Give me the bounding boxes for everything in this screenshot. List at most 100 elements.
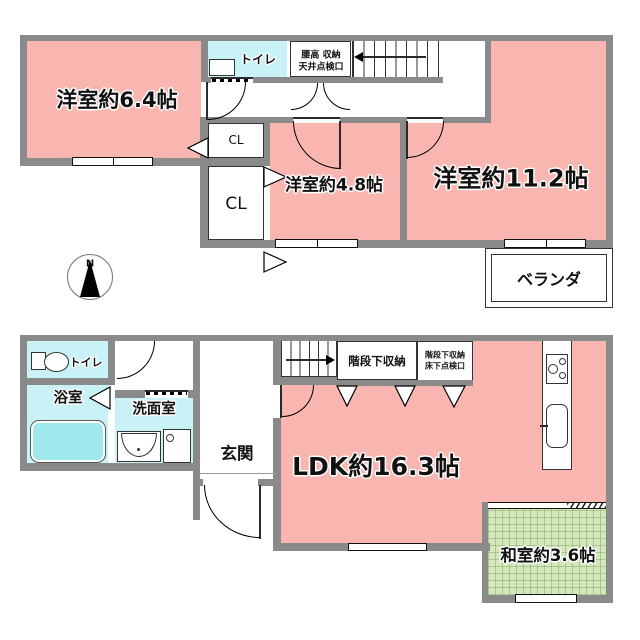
room-label-japanese: 和室約3.6帖 [500,546,596,565]
room-label-toilet-1f: トイレ [69,356,103,369]
window [275,239,358,248]
wall [193,479,203,486]
wall [482,502,488,603]
wall [606,335,613,603]
wall [20,35,27,166]
room-western-6-4 [27,41,201,158]
wall [20,335,613,341]
room-ldk [473,341,542,386]
label-closet-upper: CL [228,133,244,147]
door-arc-storage-right [323,83,350,110]
wall [20,463,200,471]
door-leaf [206,82,208,120]
door-arc-room64 [208,82,246,120]
door-opening-line [407,117,443,119]
room-western-11-2 [491,41,606,240]
room-label-western-6-4: 洋室約6.4帖 [56,88,178,112]
burner-icon [559,358,566,365]
wall [193,341,200,520]
room-japanese [488,508,606,595]
bathtub-icon [30,420,106,463]
door-leaf [280,385,282,418]
label-closet-lower: CL [225,194,247,214]
wall [253,77,352,83]
room-label-western-11-2: 洋室約11.2帖 [433,164,589,193]
wall [443,117,491,123]
burner-icon [559,372,566,379]
stairs-1f-arrow-shaft [286,359,328,361]
room-label-toilet-2f: トイレ [239,52,277,67]
stairs-2f-arrow-head [354,52,363,62]
window [515,594,577,603]
veranda-inner [491,254,607,302]
label-veranda: ベランダ [516,270,582,289]
faucet-icon [540,425,548,427]
wall [273,335,281,385]
window [348,543,427,551]
door-opening-line [145,390,188,392]
toilet-2f-counter-icon [209,59,235,76]
room-ldk [281,385,542,503]
wall [20,35,613,41]
compass-north-label: N [85,258,95,270]
wall [273,377,337,385]
wall [115,390,145,398]
toilet-bowl-icon [44,352,69,372]
closet-lower-door-marker [263,251,288,273]
wall [400,123,407,240]
label-waist-storage-2: 天井点検口 [298,62,344,73]
door-opening-line [293,117,340,119]
label-stair-storage2-1: 階段下収納 [425,350,465,360]
stair-storage2-box [417,341,473,382]
wall [208,77,211,83]
waist-storage-box [290,41,351,77]
wall [606,35,613,248]
wall [352,77,443,83]
wall [108,341,115,385]
room-ldk [281,503,482,543]
wall [201,41,208,82]
washer-tap-icon [166,434,174,442]
door-leaf [259,485,261,539]
door-arc-entrance [204,485,260,538]
wall [264,123,270,166]
veranda-outer [485,248,613,308]
room-label-entrance: 玄関 [220,444,254,463]
room-label-bath: 浴室 [53,390,83,407]
wall [200,117,293,123]
toilet-2f-sliding-door [212,79,252,82]
wall [200,240,613,248]
room-label-western-4-8: 洋室約4.8帖 [284,175,384,196]
kitchen-sink-icon [546,404,568,448]
burner-icon [548,364,558,374]
wall [485,35,491,123]
label-waist-storage-1: 腰高 収納 [301,50,341,61]
label-stair-storage: 階段下収納 [348,354,406,368]
wall [258,479,281,486]
stair-storage-box [337,341,417,380]
room-ldk [572,341,606,386]
door-arc-hall-toilet [117,341,155,379]
japanese-room-sliding-door [488,502,567,509]
room-ldk [542,470,572,503]
washroom-sliding-door [146,392,187,395]
door-arc-storage-left [291,83,318,110]
room-label-ldk: LDK約16.3帖 [292,452,460,481]
wall [340,117,407,123]
room-ldk [572,385,606,503]
closet-lower-box [208,166,264,240]
toilet-2f-door-line [211,77,253,79]
window [504,239,586,248]
vanity-drain-icon [137,448,140,451]
japanese-room-hatch-wall [567,502,606,509]
wall [27,378,115,385]
room-label-washroom: 洗面室 [132,401,176,418]
stairs-2f-arrow-shaft [362,56,426,58]
stairs-1f-arrow-head [326,355,335,365]
entrance-step-line [200,473,275,474]
stairs-2f [352,41,439,77]
label-stair-storage2-2: 床下点検口 [425,361,465,371]
wall [200,118,208,240]
window [72,157,153,166]
